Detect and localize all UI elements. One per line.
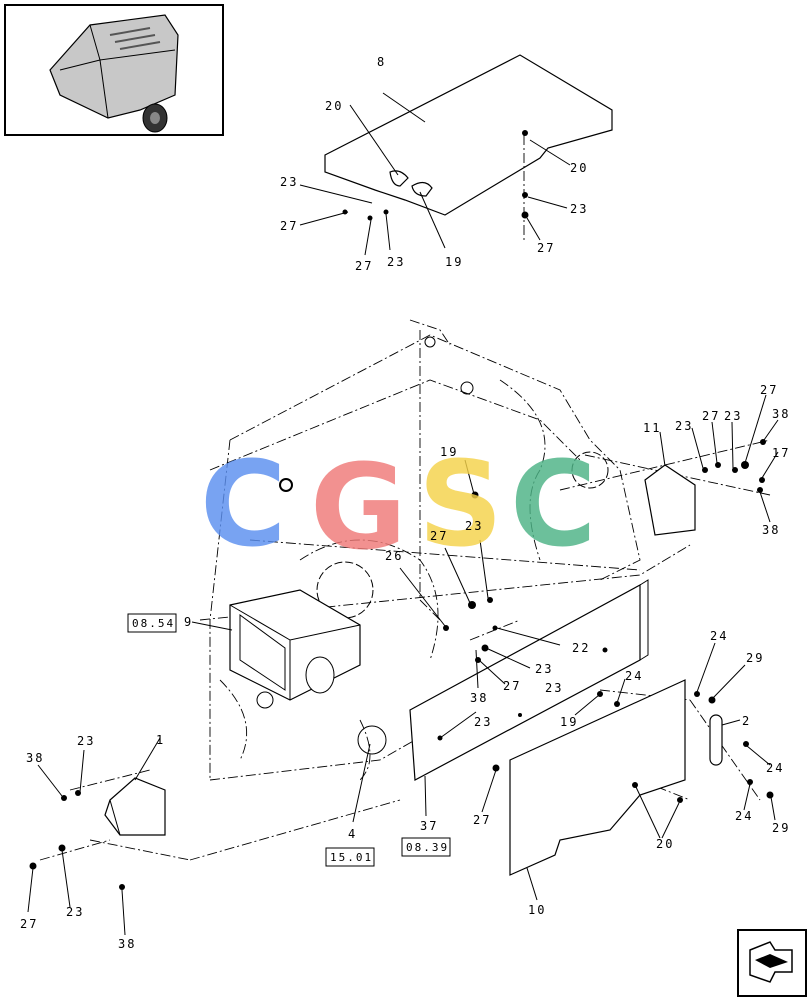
callout: 23 bbox=[66, 905, 84, 919]
callout: 19 bbox=[445, 255, 463, 269]
callout: 23 bbox=[545, 681, 563, 695]
callout: 38 bbox=[26, 751, 44, 765]
callouts-lower: 9 1 23 38 27 23 38 4 37 27 23 19 24 24 2… bbox=[20, 615, 790, 951]
callout: 27 bbox=[355, 259, 373, 273]
strap-2 bbox=[709, 714, 723, 766]
callout: 23 bbox=[570, 202, 588, 216]
callout: 24 bbox=[710, 629, 728, 643]
callout: 23 bbox=[675, 419, 693, 433]
callout: 24 bbox=[625, 669, 643, 683]
callout: 20 bbox=[570, 161, 588, 175]
callout: 38 bbox=[772, 407, 790, 421]
callout: 29 bbox=[746, 651, 764, 665]
callout: 9 bbox=[184, 615, 193, 629]
callout: 22 bbox=[572, 641, 590, 655]
callout: 19 bbox=[440, 445, 458, 459]
watermark-letter-s: S bbox=[418, 435, 503, 573]
reference-box-0839[interactable]: 08.39 bbox=[401, 837, 451, 857]
callout: 23 bbox=[474, 715, 492, 729]
callout: 27 bbox=[473, 813, 491, 827]
callout: 11 bbox=[643, 421, 661, 435]
reference-box-1501[interactable]: 15.01 bbox=[325, 847, 375, 867]
callout: 23 bbox=[77, 734, 95, 748]
callout: 24 bbox=[766, 761, 784, 775]
callout: 38 bbox=[762, 523, 780, 537]
navigation-arrow-icon[interactable] bbox=[737, 929, 807, 997]
panel-10 bbox=[509, 679, 686, 876]
callout: 23 bbox=[465, 519, 483, 533]
callout: 27 bbox=[430, 529, 448, 543]
callout: 23 bbox=[387, 255, 405, 269]
callout: 10 bbox=[528, 903, 546, 917]
watermark-letter-g: G bbox=[310, 438, 407, 576]
watermark: C G S C bbox=[200, 435, 597, 576]
callout: 27 bbox=[702, 409, 720, 423]
callout: 17 bbox=[772, 446, 790, 460]
callout: 27 bbox=[280, 219, 298, 233]
thumbnail-baler-icon[interactable] bbox=[4, 4, 224, 136]
callout: 38 bbox=[118, 937, 136, 951]
watermark-letter-c1: C bbox=[200, 435, 287, 573]
watermark-letter-c2: C bbox=[510, 435, 597, 573]
callout: 23 bbox=[535, 662, 553, 676]
item-9-box bbox=[229, 589, 361, 701]
callouts-top: 8 20 20 23 23 23 27 27 27 19 bbox=[280, 55, 588, 273]
callouts-center: 19 23 27 26 23 22 23 27 38 bbox=[385, 445, 590, 705]
callout: 24 bbox=[735, 809, 753, 823]
callout: 2 bbox=[742, 714, 751, 728]
callout: 27 bbox=[503, 679, 521, 693]
callout: 26 bbox=[385, 549, 403, 563]
hardware bbox=[29, 439, 774, 890]
callout: 4 bbox=[348, 827, 357, 841]
callout: 29 bbox=[772, 821, 790, 835]
guard-1 bbox=[104, 777, 166, 836]
callout: 1 bbox=[156, 733, 165, 747]
callout: 27 bbox=[20, 917, 38, 931]
leader-lines bbox=[27, 394, 779, 936]
callouts-right: 11 23 27 23 27 38 17 38 bbox=[643, 383, 790, 537]
callout: 20 bbox=[656, 837, 674, 851]
reference-box-0854[interactable]: 08.54 bbox=[127, 613, 177, 633]
main-frame bbox=[39, 319, 771, 861]
svg-text:15.01: 15.01 bbox=[330, 851, 373, 864]
svg-text:08.54: 08.54 bbox=[132, 617, 175, 630]
callout: 20 bbox=[325, 99, 343, 113]
callout: 27 bbox=[537, 241, 555, 255]
callout: 37 bbox=[420, 819, 438, 833]
callout: 38 bbox=[470, 691, 488, 705]
callout: 19 bbox=[560, 715, 578, 729]
callout: 23 bbox=[280, 175, 298, 189]
bracket-11 bbox=[644, 464, 696, 536]
callout: 8 bbox=[377, 55, 386, 69]
svg-text:08.39: 08.39 bbox=[406, 841, 449, 854]
top-panel bbox=[299, 54, 613, 256]
callout: 23 bbox=[724, 409, 742, 423]
callout: 27 bbox=[760, 383, 778, 397]
